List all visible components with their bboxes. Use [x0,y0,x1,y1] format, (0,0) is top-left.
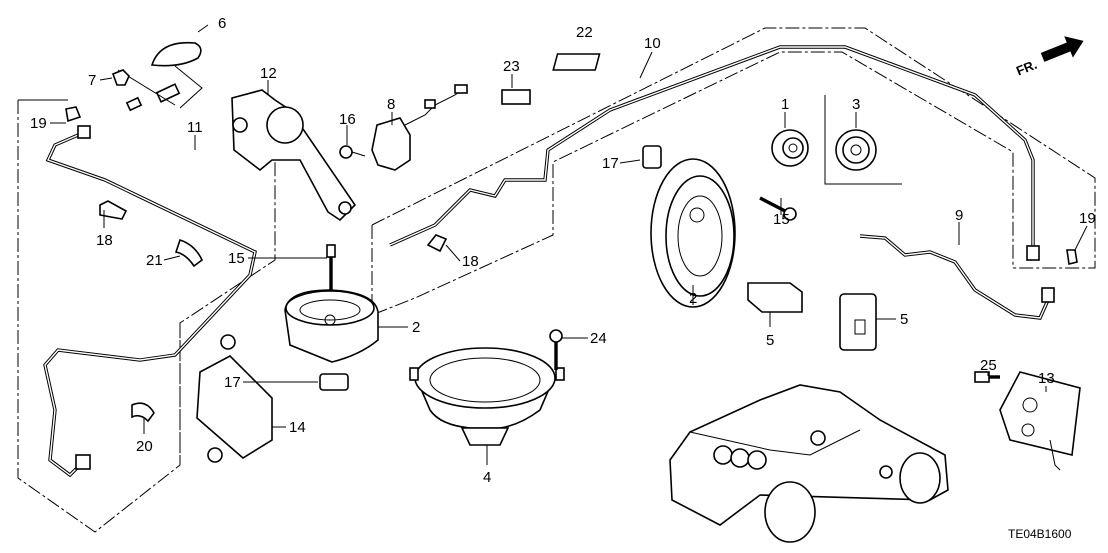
callout-12: 12 [260,65,277,82]
speaker-part-2-door [650,158,736,308]
antenna-part-6 [117,41,203,112]
group-border-wire10 [371,27,1096,269]
clip-part-18a [99,200,128,220]
group-border-tweeter [824,95,902,185]
callout-5-right: 5 [900,311,908,328]
clip-part-21 [174,238,203,268]
callout-14: 14 [289,419,306,436]
module-part-5b [839,293,877,351]
pad-part-23 [501,89,531,105]
callout-18-right: 18 [462,253,479,270]
grommet-part-17b [319,373,349,391]
callout-15-right: 15 [773,211,790,228]
callout-11: 11 [187,119,203,136]
nut-part-7 [111,69,130,86]
wire-harness-part-10 [389,45,1040,261]
screw-part-15b [759,196,797,221]
callout-17-lower: 17 [224,374,241,391]
pad-part-5a [747,282,803,313]
front-label: FR. [1014,57,1039,79]
bolt-part-16 [339,145,366,159]
callout-19-right: 19 [1079,210,1096,227]
amplifier-part-14 [196,334,273,463]
callout-2-rear: 2 [412,319,420,336]
callout-16: 16 [339,111,356,128]
callout-6: 6 [218,15,226,32]
callout-15-left: 15 [228,250,245,267]
tweeter-part-3 [835,129,877,171]
unit-part-13 [999,371,1081,471]
callout-20: 20 [136,438,153,455]
callout-22: 22 [576,24,593,41]
callout-7: 7 [88,72,96,89]
callout-23: 23 [503,58,520,75]
callout-9: 9 [955,207,963,224]
grommet-part-17a [642,145,662,169]
clip-part-19b [1066,249,1078,265]
group-border-wire10-inner [371,51,1014,316]
callout-10: 10 [644,35,661,52]
bracket-part-12 [231,89,357,222]
front-direction-arrow: FR. [1014,36,1084,79]
woofer-part-4 [409,347,565,446]
callout-24: 24 [590,330,607,347]
bolt-part-24 [549,329,563,370]
callout-25: 25 [980,357,997,374]
clip-part-20 [131,402,155,423]
wire-harness-part-11 [43,125,257,478]
callout-18-left: 18 [96,232,113,249]
unit-part-8 [371,84,468,171]
clip-part-19a [65,106,82,123]
vehicle-illustration [669,384,949,543]
callout-13: 13 [1038,370,1055,387]
callout-3: 3 [852,96,860,113]
wire-harness-part-9 [859,234,1055,320]
clip-part-18b [426,234,448,253]
callout-2-door: 2 [689,290,697,307]
callout-17-upper: 17 [602,155,619,172]
callout-21: 21 [146,252,163,269]
diagram-code: TE04B1600 [1008,527,1072,541]
callout-1: 1 [781,96,789,113]
callout-19-left: 19 [30,115,47,132]
bolt-part-25 [974,371,1000,383]
callout-4: 4 [483,469,491,486]
pad-part-22 [552,53,601,71]
speaker-part-2-rear [284,289,379,363]
callout-5-left: 5 [766,332,774,349]
callout-8: 8 [387,96,395,113]
leader-lines [50,24,1088,465]
bolt-part-15a [326,244,336,290]
tweeter-part-1 [771,129,809,167]
